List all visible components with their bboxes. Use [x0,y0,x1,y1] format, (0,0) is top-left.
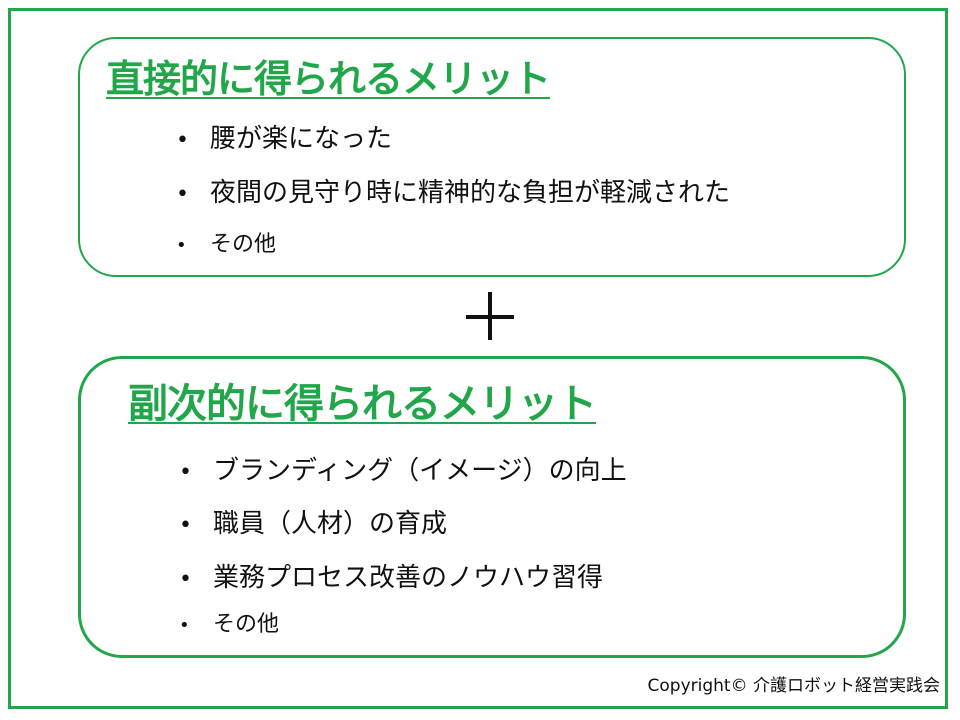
bullet-icon: • [179,567,192,592]
direct-merits-panel: 直接的に得られるメリット • 腰が楽になった • 夜間の見守り時に精神的な負担が軽減… [78,37,906,277]
direct-merit-text: 腰が楽になった [210,124,393,154]
copyright-text: Copyright© 介護ロボット経営実践会 [647,676,940,696]
direct-merit-text: 夜間の見守り時に精神的な負担が軽減された [210,178,731,208]
bullet-icon: • [176,235,187,256]
direct-merit-item: • その他 [176,229,276,262]
secondary-merit-text: 職員（人材）の育成 [213,509,448,539]
secondary-merits-panel: 副次的に得られるメリット • ブランディング（イメージ）の向上 • 職員（人材）の育… [78,356,906,658]
secondary-merit-item: • その他 [179,609,279,642]
secondary-merit-text: 業務プロセス改善のノウハウ習得 [213,563,604,593]
plus-icon [466,292,514,340]
secondary-merit-text: その他 [213,612,280,637]
secondary-merit-item: • 職員（人材）の育成 [179,508,447,542]
direct-merit-text: その他 [210,232,277,257]
secondary-merit-item: • 業務プロセス改善のノウハウ習得 [179,562,603,596]
secondary-merit-text: ブランディング（イメージ）の向上 [213,456,627,486]
secondary-merit-item: • ブランディング（イメージ）の向上 [179,455,627,489]
bullet-icon: • [176,182,189,207]
bullet-icon: • [179,460,192,485]
direct-merits-title: 直接的に得られるメリット [106,57,551,101]
bullet-icon: • [179,513,192,538]
direct-merit-item: • 腰が楽になった [176,123,392,157]
bullet-icon: • [176,128,189,153]
direct-merit-item: • 夜間の見守り時に精神的な負担が軽減された [176,177,730,211]
slide-frame [8,8,948,709]
secondary-merits-title: 副次的に得られるメリット [128,381,597,427]
bullet-icon: • [179,615,190,636]
